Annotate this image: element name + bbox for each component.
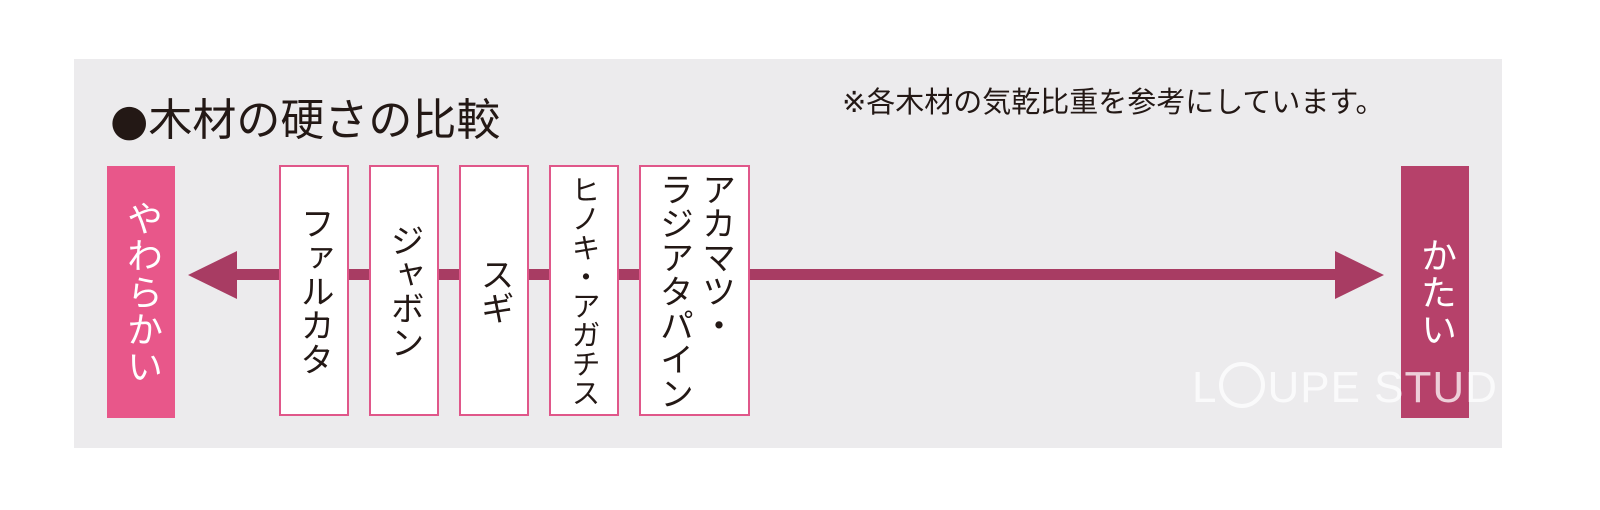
wood-item-hinoki-agathis: ヒノキ・アガチス: [549, 165, 619, 416]
wood-item-akamatsu-radiata: アカマツ・ ラジアタパイン: [639, 165, 750, 416]
wood-label: アカマツ・ ラジアタパイン: [653, 171, 736, 410]
watermark-prefix: L: [1192, 363, 1218, 412]
soft-label-text: やわらかい: [121, 199, 162, 385]
wood-item-sugi: スギ: [459, 165, 529, 416]
loupe-logo-icon: [1219, 362, 1266, 408]
page-title: ●木材の硬さの比較: [110, 95, 501, 146]
soft-end-label: やわらかい: [107, 166, 175, 418]
wood-item-falcata: ファルカタ: [279, 165, 349, 416]
hard-label-text: かたい: [1415, 236, 1456, 348]
wood-label: ヒノキ・アガチス: [567, 174, 601, 407]
reference-note: ※各木材の気乾比重を参考にしています。: [842, 85, 1385, 119]
hard-end-label: かたい: [1401, 166, 1469, 418]
wood-label: ジャボン: [384, 222, 424, 359]
wood-label: スギ: [474, 256, 514, 325]
studio-watermark: L UPE STUDIO: [1192, 362, 1546, 413]
wood-label: ファルカタ: [294, 205, 334, 376]
wood-item-jabon: ジャボン: [369, 165, 439, 416]
watermark-suffix: UPE STUDIO: [1267, 363, 1547, 412]
